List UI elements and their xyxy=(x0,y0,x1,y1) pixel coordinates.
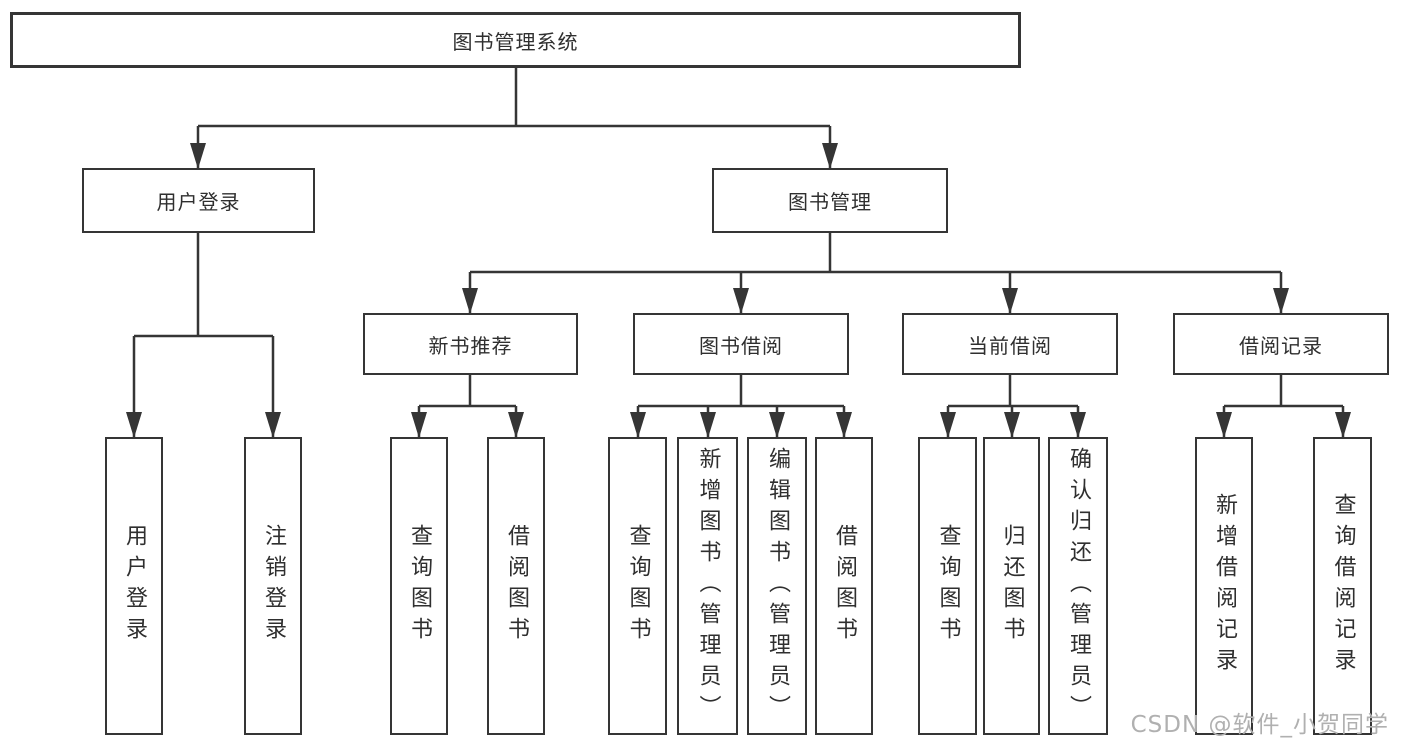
csdn-watermark: CSDN @软件_小贺同学 xyxy=(1130,712,1389,738)
leaf-confirm-return-admin: 确认归还（管理员） xyxy=(1048,437,1108,735)
leaf-user-login: 用户登录 xyxy=(105,437,163,735)
leaf-label: 借阅图书 xyxy=(832,524,857,648)
leaf-label: 查询图书 xyxy=(625,524,651,648)
leaf-label: 查询图书 xyxy=(407,524,432,648)
node-borrow-record: 借阅记录 xyxy=(1173,313,1389,375)
node-root-system: 图书管理系统 xyxy=(10,12,1021,68)
leaf-label: 用户登录 xyxy=(122,524,147,648)
leaf-label: 注销登录 xyxy=(261,524,286,648)
leaf-logout: 注销登录 xyxy=(244,437,302,735)
leaf-query-borrow-record: 查询借阅记录 xyxy=(1313,437,1372,735)
leaf-add-books-admin: 新增图书（管理员） xyxy=(677,437,738,735)
leaf-label: 新增借阅记录 xyxy=(1212,493,1237,679)
leaf-borrow-books-recommend: 借阅图书 xyxy=(487,437,545,735)
node-book-management: 图书管理 xyxy=(712,168,948,233)
leaf-query-books-recommend: 查询图书 xyxy=(390,437,448,735)
leaf-label: 归还图书 xyxy=(999,524,1025,648)
leaf-query-books-borrow: 查询图书 xyxy=(608,437,667,735)
leaf-label: 确认归还（管理员） xyxy=(1066,446,1091,726)
node-new-book-recommend: 新书推荐 xyxy=(363,313,578,375)
leaf-return-books: 归还图书 xyxy=(983,437,1040,735)
node-book-borrow: 图书借阅 xyxy=(633,313,849,375)
leaf-edit-books-admin: 编辑图书（管理员） xyxy=(747,437,807,735)
leaf-add-borrow-record: 新增借阅记录 xyxy=(1195,437,1253,735)
node-user-login: 用户登录 xyxy=(82,168,315,233)
leaf-query-books-current: 查询图书 xyxy=(918,437,977,735)
leaf-label: 新增图书（管理员） xyxy=(695,446,721,726)
leaf-label: 借阅图书 xyxy=(504,524,529,648)
leaf-label: 查询图书 xyxy=(935,524,961,648)
leaf-borrow-books: 借阅图书 xyxy=(815,437,873,735)
node-current-borrow: 当前借阅 xyxy=(902,313,1118,375)
leaf-label: 编辑图书（管理员） xyxy=(765,446,790,726)
leaf-label: 查询借阅记录 xyxy=(1330,493,1356,679)
